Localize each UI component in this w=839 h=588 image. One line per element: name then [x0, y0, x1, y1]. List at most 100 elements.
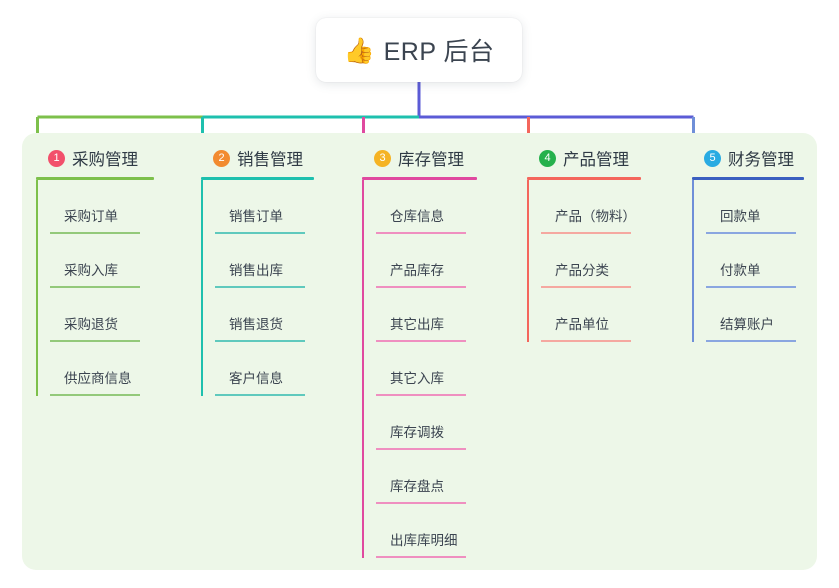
submodule-underline: 销售出库 [215, 259, 305, 288]
submodule-list: 仓库信息产品库存其它出库其它入库库存调拨库存盘点出库库明细 [362, 180, 477, 558]
submodule-item[interactable]: 供应商信息 [36, 342, 154, 396]
branch-stem [692, 180, 694, 234]
submodule-item[interactable]: 库存调拨 [362, 396, 477, 450]
submodule-item[interactable]: 销售出库 [201, 234, 314, 288]
submodule-label: 其它出库 [390, 317, 444, 332]
submodule-list: 采购订单采购入库采购退货供应商信息 [36, 180, 154, 396]
module-header-3[interactable]: 3 库存管理 [362, 145, 477, 171]
submodule-label: 产品库存 [390, 263, 444, 278]
submodule-label: 销售退货 [229, 317, 283, 332]
submodule-underline: 回款单 [706, 205, 796, 234]
branch-stem [692, 288, 694, 342]
submodule-item[interactable]: 结算账户 [692, 288, 804, 342]
submodule-underline: 采购入库 [50, 259, 140, 288]
submodule-label: 采购订单 [64, 209, 118, 224]
module-column-2: 2 销售管理销售订单销售出库销售退货客户信息 [201, 145, 314, 396]
submodule-item[interactable]: 采购订单 [36, 180, 154, 234]
submodule-underline: 其它入库 [376, 367, 466, 396]
submodule-list: 产品（物料） 产品分类产品单位 [527, 180, 641, 342]
branch-stem [527, 234, 529, 288]
branch-stem [201, 342, 203, 396]
module-title: 采购管理 [72, 151, 138, 169]
module-title: 财务管理 [728, 151, 794, 169]
submodule-underline: 销售退货 [215, 313, 305, 342]
submodule-label: 库存盘点 [390, 479, 444, 494]
branch-stem [362, 396, 364, 450]
module-column-3: 3 库存管理仓库信息产品库存其它出库其它入库库存调拨库存盘点出库库明细 [362, 145, 477, 558]
submodule-label: 结算账户 [720, 317, 774, 332]
submodule-item[interactable]: 产品单位 [527, 288, 641, 342]
branch-stem [201, 288, 203, 342]
submodule-label: 产品分类 [555, 263, 609, 278]
module-index-badge: 2 [213, 149, 230, 167]
submodule-item[interactable]: 其它入库 [362, 342, 477, 396]
submodule-label: 仓库信息 [390, 209, 444, 224]
submodule-underline: 库存盘点 [376, 475, 466, 504]
thumbs-up-icon: 👍 [343, 35, 375, 65]
module-underline [527, 177, 641, 180]
submodule-label: 客户信息 [229, 371, 283, 386]
submodule-item[interactable]: 库存盘点 [362, 450, 477, 504]
branch-stem [362, 342, 364, 396]
submodule-label: 产品（物料） [555, 209, 636, 224]
module-title: 库存管理 [398, 151, 464, 169]
submodule-label: 回款单 [720, 209, 761, 224]
module-underline [692, 177, 804, 180]
submodule-label: 采购退货 [64, 317, 118, 332]
module-header-2[interactable]: 2 销售管理 [201, 145, 314, 171]
module-header-1[interactable]: 1 采购管理 [36, 145, 154, 171]
module-title: 销售管理 [237, 151, 303, 169]
submodule-underline: 供应商信息 [50, 367, 140, 396]
submodule-item[interactable]: 仓库信息 [362, 180, 477, 234]
root-node-erp-backend[interactable]: 👍 ERP 后台 [316, 18, 522, 82]
submodule-underline: 采购退货 [50, 313, 140, 342]
submodule-item[interactable]: 销售退货 [201, 288, 314, 342]
submodule-item[interactable]: 产品（物料） [527, 180, 641, 234]
module-underline [362, 177, 477, 180]
branch-stem [201, 234, 203, 288]
submodule-label: 库存调拨 [390, 425, 444, 440]
submodule-underline: 出库库明细 [376, 529, 466, 558]
module-header-5[interactable]: 5 财务管理 [692, 145, 804, 171]
module-underline [36, 177, 154, 180]
root-node-title: ERP 后台 [383, 38, 495, 66]
branch-stem [36, 234, 38, 288]
submodule-item[interactable]: 产品分类 [527, 234, 641, 288]
branch-stem [527, 180, 529, 234]
module-index-badge: 4 [539, 149, 556, 167]
branch-stem [36, 180, 38, 234]
submodule-item[interactable]: 付款单 [692, 234, 804, 288]
submodule-label: 销售订单 [229, 209, 283, 224]
submodule-underline: 产品库存 [376, 259, 466, 288]
submodule-item[interactable]: 客户信息 [201, 342, 314, 396]
submodule-item[interactable]: 产品库存 [362, 234, 477, 288]
submodule-item[interactable]: 其它出库 [362, 288, 477, 342]
submodule-item[interactable]: 采购退货 [36, 288, 154, 342]
submodule-item[interactable]: 采购入库 [36, 234, 154, 288]
submodule-underline: 产品分类 [541, 259, 631, 288]
branch-stem [362, 288, 364, 342]
branch-stem [36, 342, 38, 396]
branch-stem [362, 504, 364, 558]
submodule-underline: 其它出库 [376, 313, 466, 342]
submodule-underline: 销售订单 [215, 205, 305, 234]
module-column-5: 5 财务管理回款单付款单结算账户 [692, 145, 804, 342]
module-index-badge: 3 [374, 149, 391, 167]
submodule-underline: 结算账户 [706, 313, 796, 342]
branch-stem [362, 234, 364, 288]
submodule-underline: 产品（物料） [541, 205, 636, 234]
submodule-label: 出库库明细 [390, 533, 458, 548]
submodule-label: 付款单 [720, 263, 761, 278]
module-index-badge: 5 [704, 149, 721, 167]
submodule-item[interactable]: 销售订单 [201, 180, 314, 234]
submodule-underline: 库存调拨 [376, 421, 466, 450]
module-index-badge: 1 [48, 149, 65, 167]
submodule-item[interactable]: 回款单 [692, 180, 804, 234]
branch-stem [362, 180, 364, 234]
branch-stem [362, 450, 364, 504]
submodule-item[interactable]: 出库库明细 [362, 504, 477, 558]
module-underline [201, 177, 314, 180]
